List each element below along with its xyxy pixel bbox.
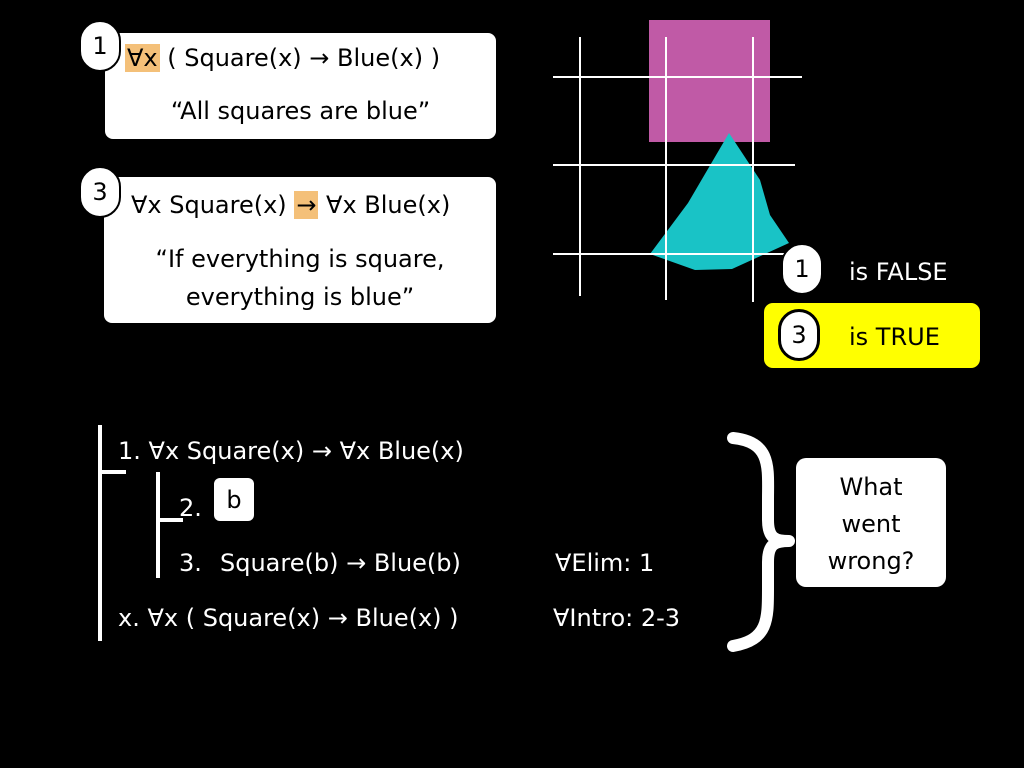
question-card: What went wrong?: [796, 458, 946, 587]
sentence-3-quote-line2: everything is blue”: [185, 283, 415, 311]
blue-square-shape: [649, 20, 770, 142]
proof-line-x: x. ∀x ( Square(x) → Blue(x) ): [118, 604, 459, 632]
proof-line-3-rule: ∀Elim: 1: [555, 549, 655, 577]
verdict-3-text: is TRUE: [849, 323, 940, 351]
proof-premise-bar: [98, 470, 126, 474]
proof-line-2-number: 2.: [179, 494, 202, 522]
boxed-constant: b: [214, 478, 254, 521]
verdict-badge-3: 3: [778, 309, 820, 361]
proof-line-3: Square(b) → Blue(b): [220, 549, 461, 577]
world-diagram: [553, 20, 802, 302]
proof-line-1: 1. ∀x Square(x) → ∀x Blue(x): [118, 437, 464, 465]
question-line-3: wrong?: [827, 547, 915, 575]
question-line-2: went: [841, 510, 901, 538]
verdict-badge-1: 1: [781, 243, 823, 295]
formula-text: ( Square(x) → Blue(x) ): [159, 44, 441, 72]
arrow-highlight: →: [294, 191, 319, 219]
formula-left: ∀x Square(x): [131, 191, 295, 219]
subproof-bar: [156, 472, 160, 578]
badge-1: 1: [79, 20, 121, 72]
sentence-3-quote-line1: “If everything is square,: [155, 245, 445, 273]
verdict-1-text: is FALSE: [849, 258, 948, 286]
curly-brace: [727, 432, 795, 652]
sentence-1-card: [105, 33, 496, 139]
boxed-constant-text: b: [226, 485, 242, 514]
cyan-triangle-shape: [650, 133, 789, 270]
sentence-1-quote: “All squares are blue”: [170, 97, 431, 125]
question-line-1: What: [839, 473, 903, 501]
proof-main-bar: [98, 425, 102, 641]
formula-right: ∀x Blue(x): [318, 191, 451, 219]
sentence-3-formula: ∀x Square(x) → ∀x Blue(x): [131, 191, 450, 219]
quantifier-highlight: ∀x: [125, 44, 160, 72]
proof-line-x-rule: ∀Intro: 2-3: [553, 604, 681, 632]
subproof-assumption-bar: [156, 518, 183, 522]
proof-line-3-number: 3.: [179, 549, 202, 577]
sentence-1-formula: ∀x ( Square(x) → Blue(x) ): [125, 44, 440, 72]
badge-3: 3: [79, 166, 121, 218]
